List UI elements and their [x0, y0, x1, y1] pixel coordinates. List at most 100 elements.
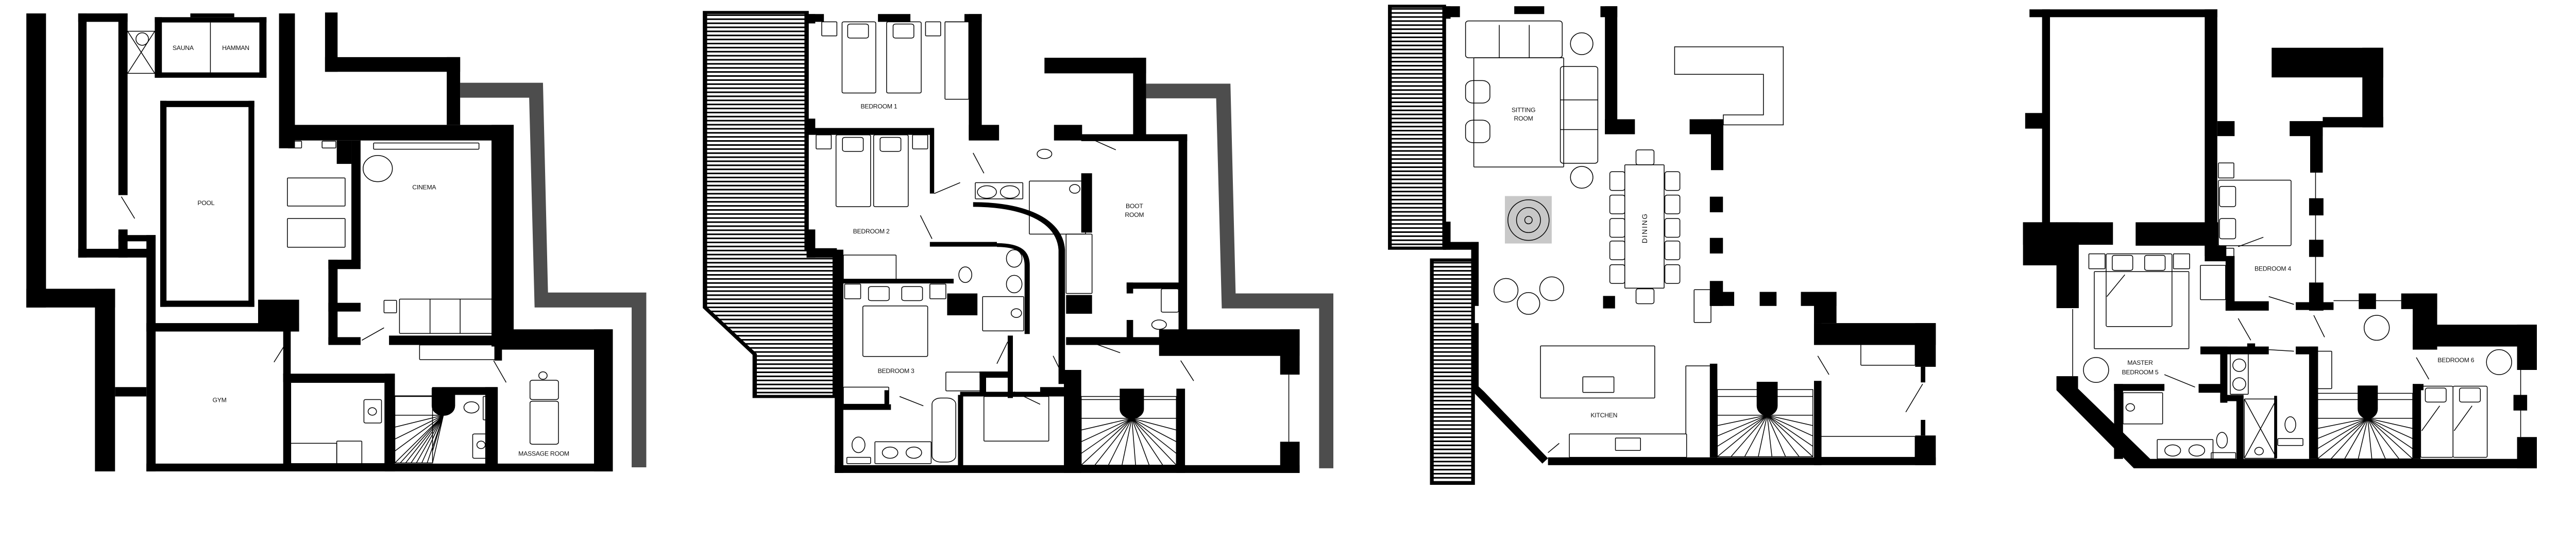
hatch-line: [705, 91, 835, 93]
wall: [1605, 119, 1635, 134]
dining-chair: [1665, 265, 1680, 283]
pillow: [842, 138, 863, 151]
stair-tread: [2358, 418, 2367, 459]
door: [2164, 375, 2195, 387]
wall: [447, 57, 461, 125]
shower-drain: [1011, 309, 1022, 317]
wall: [2217, 121, 2235, 137]
hatch-line: [705, 355, 835, 357]
door: [2416, 358, 2429, 379]
wall: [1178, 134, 1188, 341]
wall: [336, 140, 352, 164]
wall: [494, 329, 502, 361]
stair-tread: [1132, 418, 1176, 453]
curved-wall: [996, 243, 1030, 334]
hatch-line: [705, 258, 835, 260]
stair-tread: [1132, 418, 1136, 465]
hatch-line: [1389, 65, 1445, 67]
furniture: [374, 143, 479, 149]
hatch-line: [1389, 187, 1445, 189]
hatch-line: [705, 67, 835, 69]
room-label-dining: DINING: [1640, 213, 1649, 243]
hatch-line: [705, 375, 835, 377]
stair-tread: [1081, 418, 1132, 430]
wall: [2056, 376, 2152, 468]
room-label-hamman: HAMMAN: [222, 44, 249, 52]
wall: [2220, 346, 2228, 403]
hatch-line: [705, 387, 835, 390]
side-table: [1517, 293, 1540, 314]
hatch-line: [1432, 424, 1473, 426]
basin: [477, 441, 485, 449]
stair-tread: [2345, 418, 2368, 459]
wall: [1709, 292, 1735, 306]
wall: [1471, 323, 1479, 391]
wall: [259, 17, 267, 78]
room-label-boot-room: BOOT: [1126, 202, 1143, 210]
dining-chair: [1610, 241, 1625, 260]
hatch-line: [1389, 8, 1445, 10]
dining-chair: [1665, 218, 1680, 237]
hatch-line: [705, 286, 835, 288]
hatch-line: [705, 168, 835, 171]
pillow: [880, 138, 901, 151]
hatch-line: [1432, 327, 1473, 329]
furniture: [384, 300, 396, 313]
hatch-line: [705, 379, 835, 381]
stair-tread: [1767, 415, 1813, 436]
hatch-line: [1432, 318, 1473, 320]
hatch-line: [1389, 202, 1445, 205]
hatch-line: [705, 79, 835, 81]
wall: [1921, 366, 1925, 383]
balcony-hatching: [1389, 8, 1445, 248]
hatch-line: [1389, 53, 1445, 55]
hatch-line: [705, 347, 835, 349]
hatch-line: [705, 318, 835, 320]
wall: [2517, 325, 2537, 370]
wall: [2136, 222, 2218, 246]
hatch-line: [1432, 351, 1473, 353]
stair-tread: [1717, 415, 1767, 426]
furniture: [984, 396, 1049, 441]
hatch-line: [1389, 158, 1445, 160]
stair-tread: [2317, 418, 2368, 449]
hatch-line: [705, 270, 835, 272]
wall: [1915, 323, 1936, 367]
hatch-line: [1389, 57, 1445, 59]
basin: [368, 408, 377, 415]
stair-tread: [1132, 418, 1176, 430]
wall: [2114, 384, 2123, 459]
hatch-line: [1389, 154, 1445, 156]
sofa: [1561, 66, 1598, 163]
wall: [1709, 363, 1718, 458]
hatch-line: [705, 351, 835, 353]
hatch-line: [1389, 146, 1445, 148]
fireplace-hearth: [1525, 216, 1533, 224]
wall: [1759, 292, 1777, 306]
room-label-bedroom-4: BEDROOM 4: [2255, 265, 2291, 273]
wall: [1814, 381, 1822, 465]
wall: [1443, 242, 1479, 250]
hatch-line: [1432, 404, 1473, 406]
pillow: [2145, 256, 2165, 270]
door: [2269, 350, 2294, 351]
vanity: [2230, 353, 2248, 394]
dining-chair: [1610, 218, 1625, 237]
double-bed: [2106, 254, 2172, 327]
room-label-bedroom-6: BEDROOM 6: [2437, 357, 2474, 364]
stair-tread: [2368, 418, 2413, 429]
hatch-line: [1389, 24, 1445, 26]
furniture: [2200, 265, 2226, 300]
furniture: [946, 372, 980, 391]
armchair: [1540, 277, 1564, 300]
hatch-line: [1432, 375, 1473, 377]
wall: [806, 249, 843, 258]
hatch-line: [705, 306, 835, 309]
stair-tread: [433, 415, 444, 463]
vanity: [975, 182, 1023, 199]
hatch-line: [705, 253, 835, 256]
hatch-line: [1432, 278, 1473, 280]
balcony-outline: [703, 11, 837, 398]
double-bed: [863, 306, 928, 357]
pillow: [2219, 218, 2235, 239]
